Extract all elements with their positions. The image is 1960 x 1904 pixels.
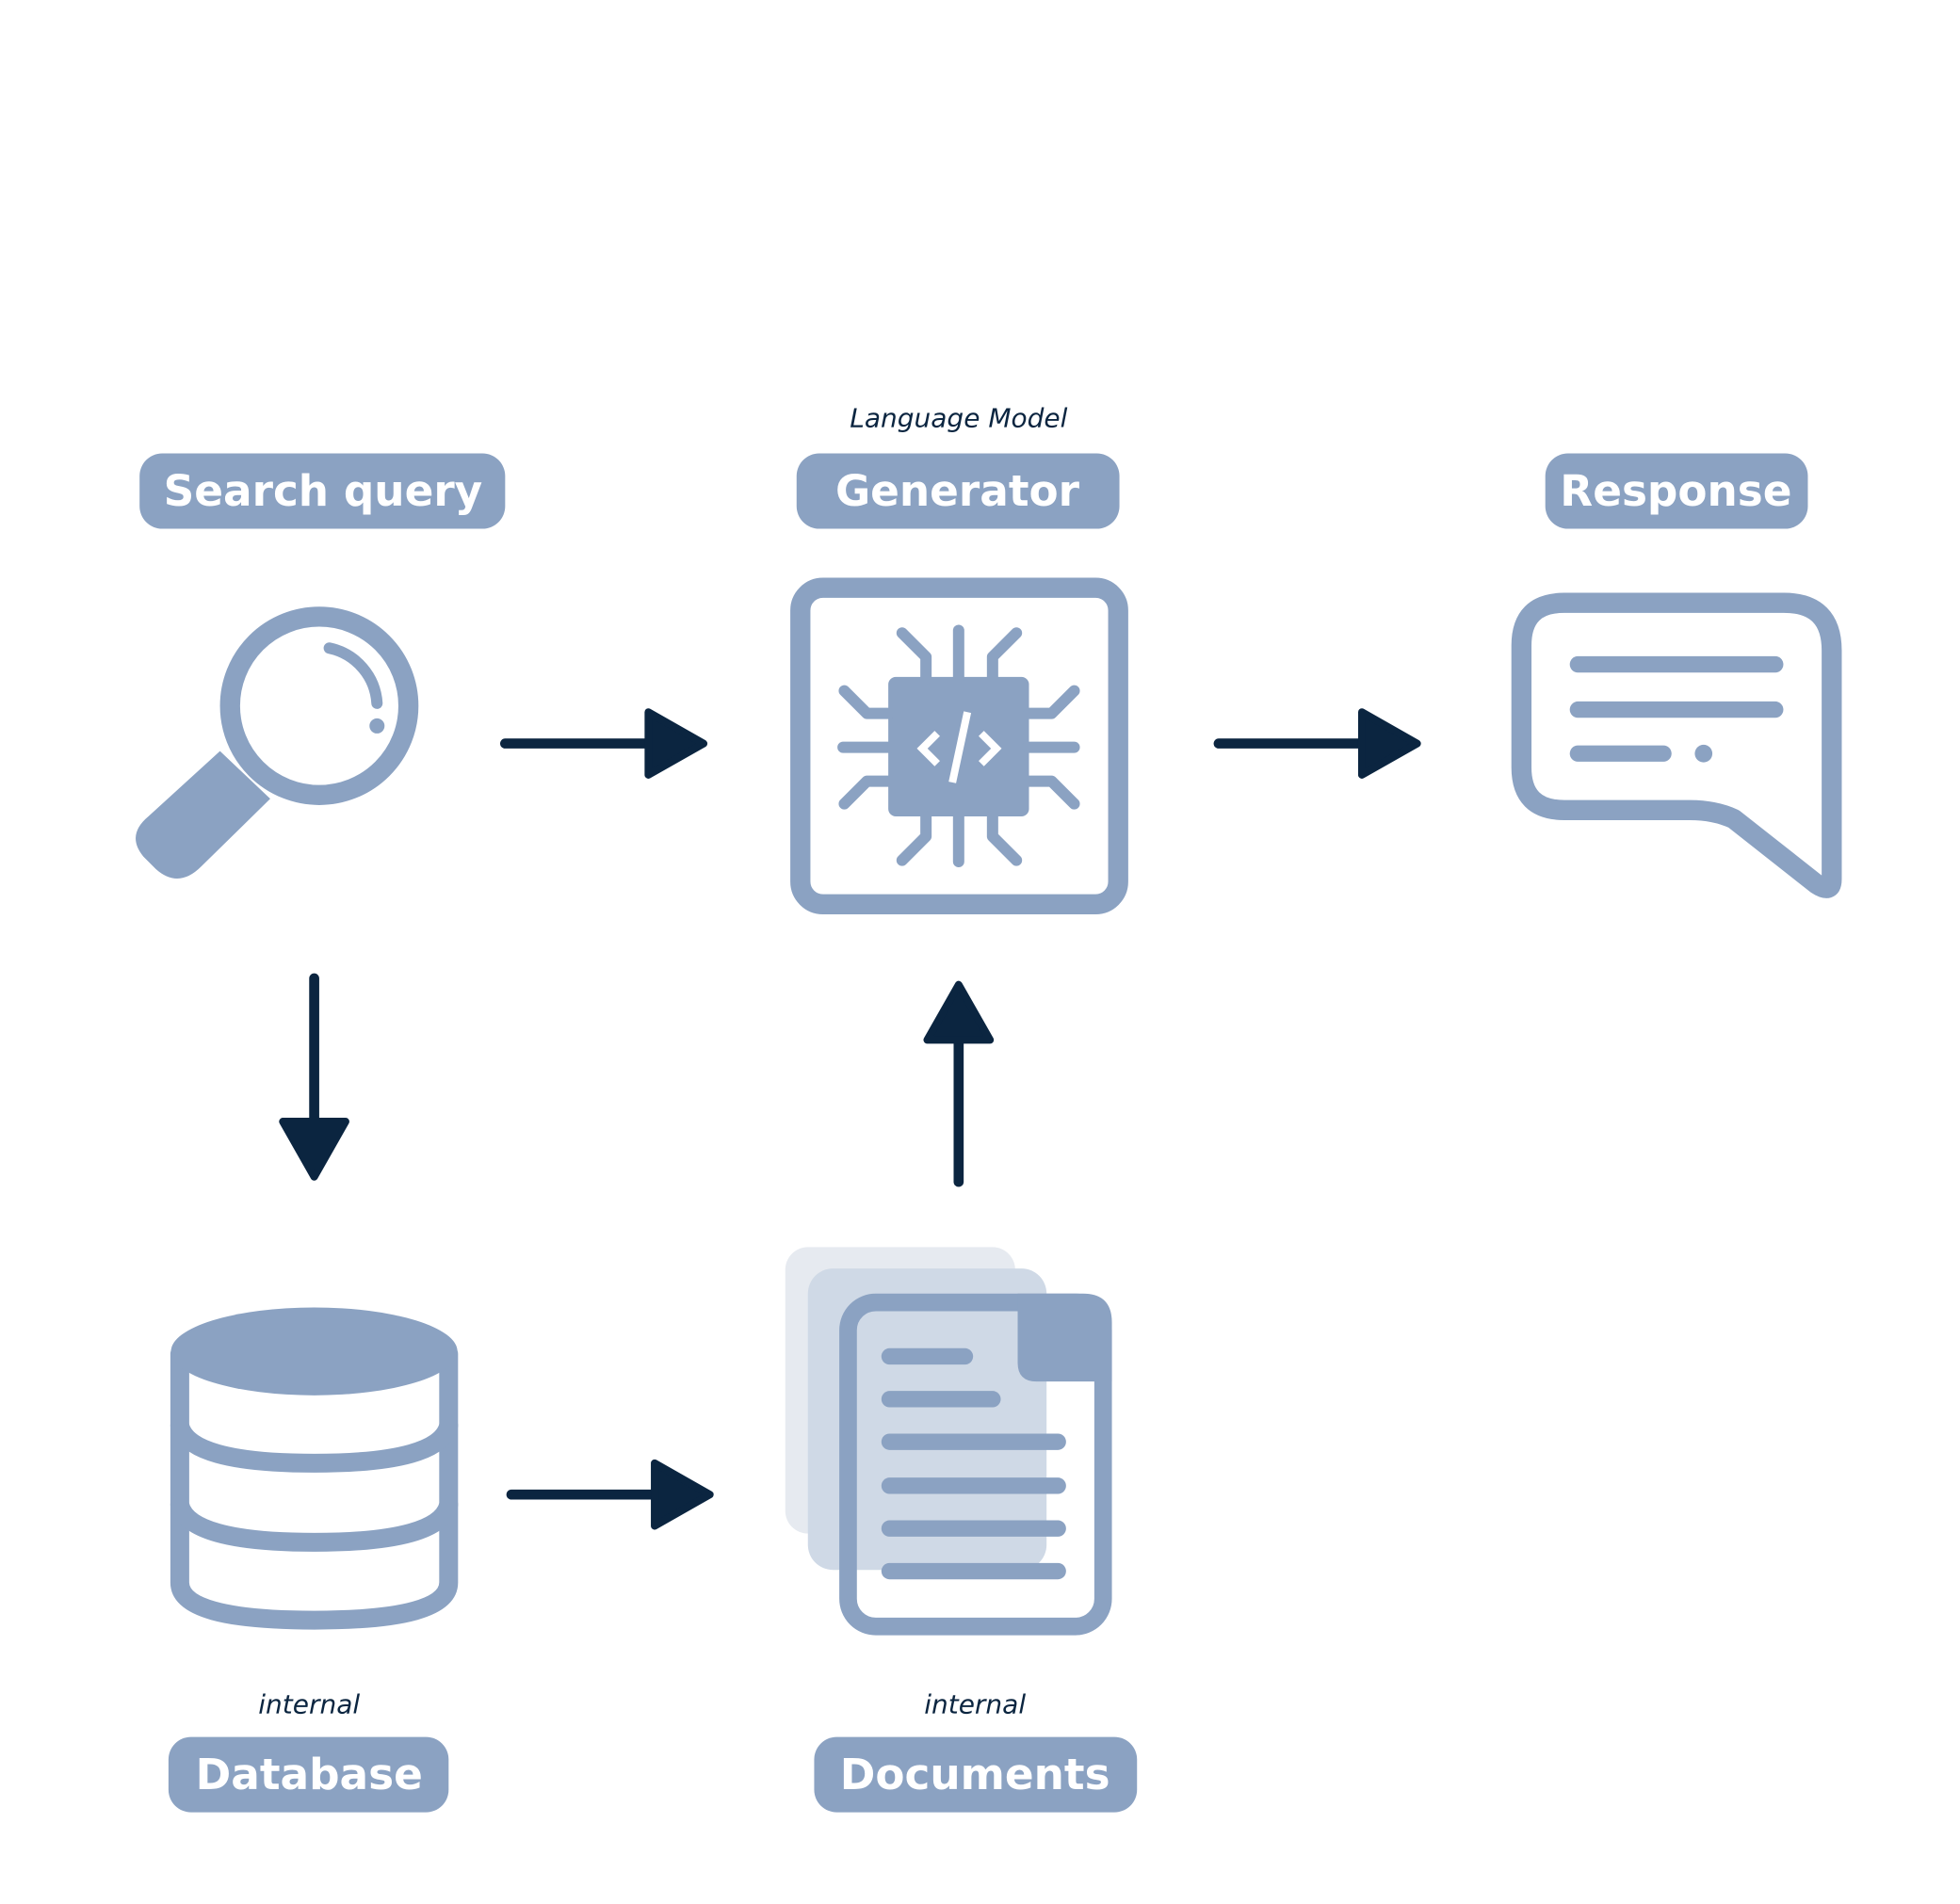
documents-icon <box>785 1247 1112 1636</box>
documents-note: internal <box>924 1688 1026 1719</box>
response-label: Response <box>1560 466 1791 516</box>
documents-label-pill <box>814 1736 1138 1813</box>
arrow-generator-to-response <box>1213 708 1421 779</box>
arrow-search-to-generator <box>499 708 708 779</box>
arrow-database-to-documents <box>506 1459 714 1530</box>
magnifier-icon <box>136 606 419 879</box>
response-node: Response <box>1511 453 1842 898</box>
search-query-label-pill <box>139 453 506 529</box>
search-query-label: Search query <box>164 466 483 516</box>
database-node: internal Database <box>168 1307 459 1813</box>
database-label-pill <box>168 1736 449 1813</box>
database-note: internal <box>258 1688 360 1719</box>
speech-bubble-icon <box>1511 592 1842 898</box>
documents-node: internal Documents <box>785 1247 1138 1813</box>
generator-label-pill <box>796 453 1120 529</box>
arrow-documents-to-generator <box>923 980 995 1187</box>
generator-label: Generator <box>835 466 1080 516</box>
generator-node: Language Model Generator <box>790 402 1128 914</box>
arrow-search-to-database <box>279 973 349 1181</box>
response-label-pill <box>1545 453 1808 529</box>
documents-label: Documents <box>840 1750 1110 1799</box>
generator-note: Language Model <box>850 402 1067 433</box>
database-icon <box>170 1307 459 1630</box>
database-label: Database <box>196 1750 423 1799</box>
chip-code-icon <box>790 577 1128 914</box>
search-query-node: Search query <box>136 453 506 879</box>
